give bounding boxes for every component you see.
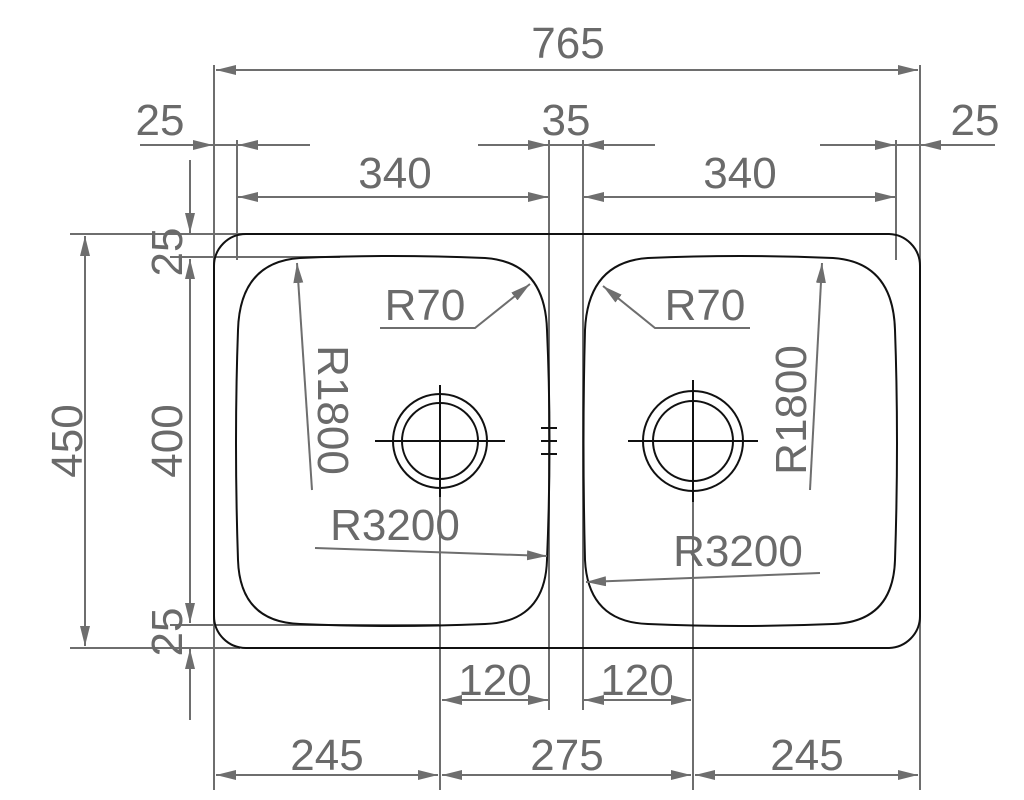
sink-outline bbox=[213, 233, 921, 649]
dim-right-margin: 25 bbox=[951, 96, 1000, 145]
right-drain bbox=[628, 380, 758, 502]
dim-right-bowl-width: 340 bbox=[703, 149, 776, 198]
dim-left-margin: 25 bbox=[136, 96, 185, 145]
dim-bottom-margin: 25 bbox=[143, 608, 192, 657]
dim-left-drain-offset: 120 bbox=[458, 656, 531, 705]
dim-bottom-center: 275 bbox=[530, 731, 603, 780]
left-bottom-radius: R3200 bbox=[330, 501, 460, 550]
dim-overall-depth: 450 bbox=[43, 404, 92, 477]
center-mark bbox=[541, 427, 557, 455]
dim-bottom-right: 245 bbox=[770, 731, 843, 780]
right-bottom-radius: R3200 bbox=[673, 527, 803, 576]
dim-bowl-depth: 400 bbox=[143, 404, 192, 477]
left-drain bbox=[375, 385, 505, 497]
dim-left-bowl-width: 340 bbox=[358, 149, 431, 198]
right-side-radius: R1800 bbox=[767, 345, 816, 475]
left-side-radius: R1800 bbox=[308, 345, 357, 475]
dim-right-drain-offset: 120 bbox=[600, 656, 673, 705]
right-corner-radius: R70 bbox=[665, 281, 746, 330]
dim-bottom-left: 245 bbox=[290, 731, 363, 780]
dim-overall-width: 765 bbox=[531, 19, 604, 68]
dim-top-margin: 25 bbox=[143, 228, 192, 277]
dim-center-divider: 35 bbox=[542, 96, 591, 145]
left-corner-radius: R70 bbox=[385, 281, 466, 330]
